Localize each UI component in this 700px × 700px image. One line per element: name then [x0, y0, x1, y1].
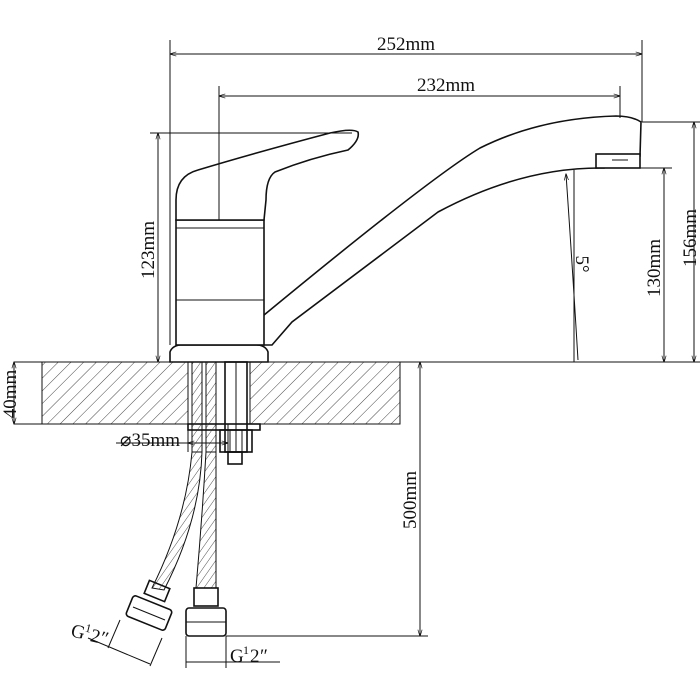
label-hole-diameter: ⌀35mm: [120, 430, 180, 451]
svg-text:G: G: [69, 620, 88, 644]
svg-text:G: G: [230, 646, 244, 667]
label-thread-right: G 1 2 ″: [230, 643, 268, 667]
svg-text:″: ″: [260, 646, 268, 667]
svg-text:1: 1: [243, 643, 249, 657]
dimension-lines: [14, 40, 700, 668]
label-total-height: 156mm: [680, 209, 700, 267]
spout: [257, 115, 642, 346]
dimension-labels: 252mm 232mm 123mm 156mm 130mm 5° 40mm ⌀3…: [0, 34, 700, 667]
hose-right: [185, 451, 227, 637]
countertop: [14, 361, 700, 425]
label-thread-left: G 1 2 ″: [69, 620, 111, 650]
label-total-width: 252mm: [377, 34, 435, 55]
faucet-body: [169, 115, 642, 363]
hose-left: [125, 451, 203, 631]
svg-text:2: 2: [250, 646, 260, 667]
label-spout-reach: 232mm: [417, 75, 475, 96]
label-deck-thickness: 40mm: [0, 370, 21, 419]
aerator: [595, 153, 641, 169]
cartridge-body: [175, 219, 265, 346]
label-hose-length: 500mm: [400, 471, 421, 529]
label-spout-height: 130mm: [644, 239, 665, 297]
mounting-assembly: [187, 361, 261, 465]
label-spout-angle: 5°: [571, 255, 592, 272]
svg-text:1: 1: [84, 621, 93, 636]
label-body-height: 123mm: [138, 221, 159, 279]
lever-handle: [175, 129, 360, 221]
